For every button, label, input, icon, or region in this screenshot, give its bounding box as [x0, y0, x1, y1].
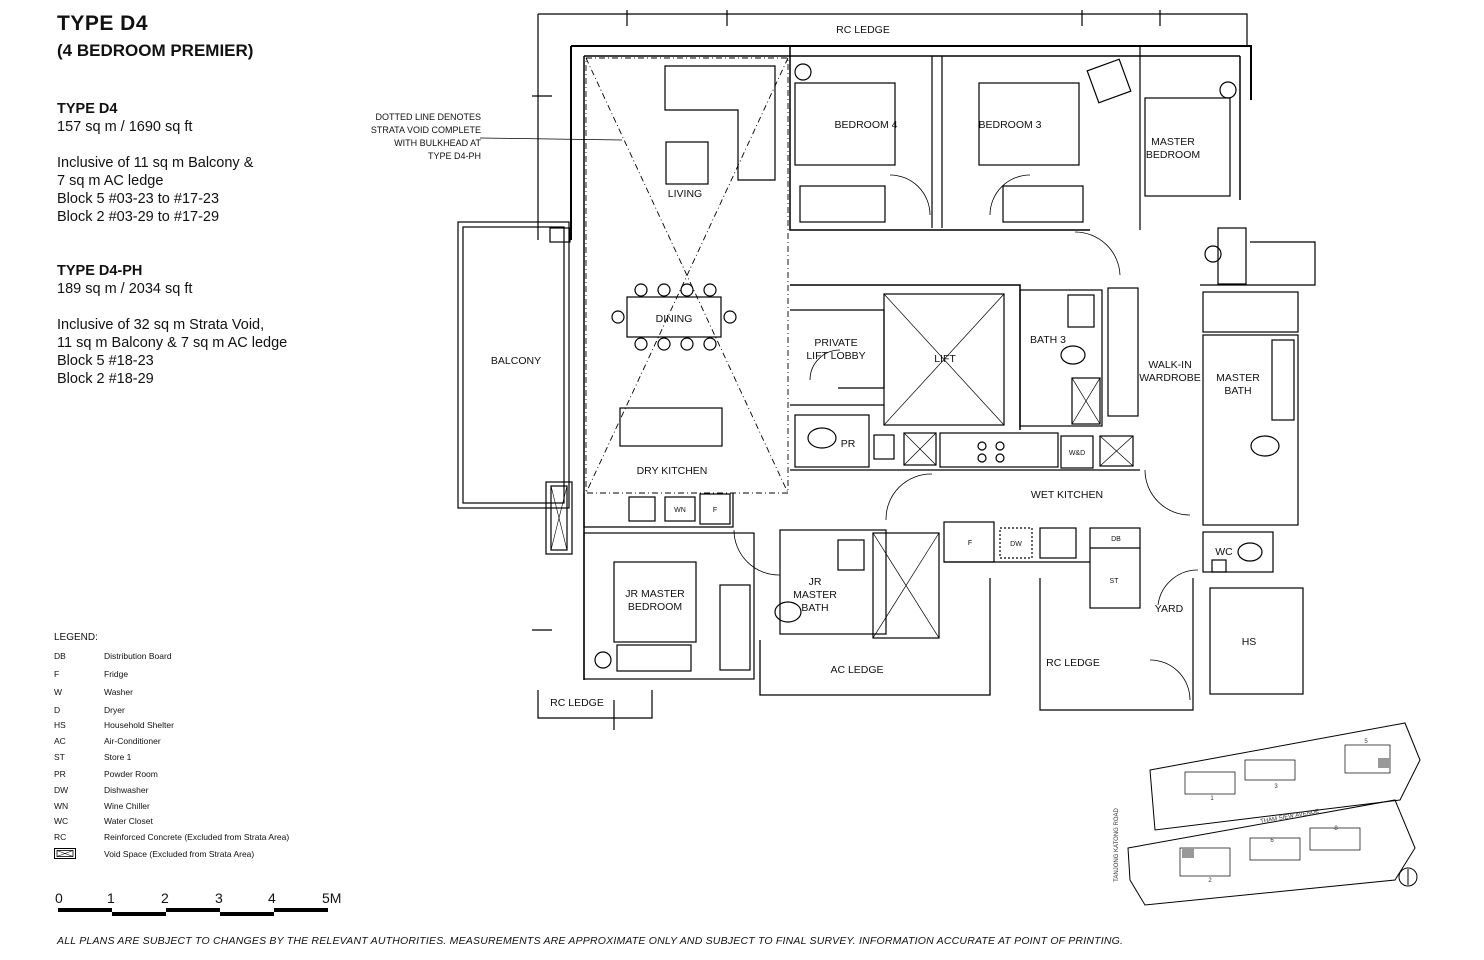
private-lift-lobby-label-2: LIFT LOBBY	[806, 350, 865, 362]
jr-master-bath-label-2: MASTER	[793, 589, 837, 601]
disclaimer-footer: ALL PLANS ARE SUBJECT TO CHANGES BY THE …	[57, 935, 1124, 947]
legend-title: LEGEND:	[54, 632, 98, 643]
unit-d4ph-line4: Block 2 #18-29	[57, 371, 154, 387]
dw-label: DW	[1010, 541, 1022, 548]
fridge-label-1: F	[713, 507, 717, 514]
jr-master-bath-label-3: BATH	[801, 602, 828, 614]
balcony-label: BALCONY	[491, 355, 541, 367]
jr-master-bedroom-label-2: BEDROOM	[628, 601, 682, 613]
bedroom-4-label: BEDROOM 4	[834, 119, 897, 131]
keyplan-block-label: 3	[1274, 784, 1278, 790]
rc-ledge-bottom-right-label: RC LEDGE	[1046, 657, 1100, 669]
walk-in-wardrobe-label-2: WARDROBE	[1139, 372, 1200, 384]
scale-bar: 0 1 2 3 4 5M	[55, 888, 355, 928]
strata-void-note-1: DOTTED LINE DENOTES	[375, 112, 481, 122]
unit-d4-line4: Block 2 #03-29 to #17-29	[57, 209, 220, 225]
unit-d4ph-info: TYPE D4-PH 189 sq m / 2034 sq ft Inclusi…	[57, 262, 357, 388]
wd-label: W&D	[1069, 450, 1085, 457]
bedroom-3-label: BEDROOM 3	[978, 119, 1041, 131]
rc-ledge-top-label: RC LEDGE	[836, 24, 890, 36]
unit-d4ph-area: 189 sq m / 2034 sq ft	[57, 281, 193, 297]
key-plan	[1127, 722, 1421, 906]
keyplan-block-label: 8	[1334, 826, 1338, 832]
master-bath-label-2: BATH	[1224, 385, 1251, 397]
master-bath-label-1: MASTER	[1216, 372, 1260, 384]
unit-d4-info: TYPE D4 157 sq m / 1690 sq ft Inclusive …	[57, 100, 357, 226]
keyplan-block-label: 5	[1364, 739, 1368, 745]
scale-tick-label: 4	[268, 890, 276, 906]
scale-tick-label: 0	[55, 890, 63, 906]
strata-void-note-4: TYPE D4-PH	[428, 151, 481, 161]
north-arrow-icon	[1398, 867, 1418, 887]
bath-3-label: BATH 3	[1030, 334, 1066, 346]
db-label: DB	[1111, 536, 1121, 543]
wn-label: WN	[674, 507, 686, 514]
scale-tick-label: 2	[161, 890, 169, 906]
walk-in-wardrobe-label-1: WALK-IN	[1148, 359, 1191, 371]
unit-d4-line3: Block 5 #03-23 to #17-23	[57, 191, 220, 207]
keyplan-road-label-2: TANJONG KATONG ROAD	[1114, 808, 1120, 882]
unit-d4ph-line3: Block 5 #18-23	[57, 353, 154, 369]
scale-tick-label: 1	[107, 890, 115, 906]
hs-label: HS	[1242, 636, 1257, 648]
plan-type-subtitle: (4 BEDROOM PREMIER)	[57, 41, 254, 60]
ac-ledge-label: AC LEDGE	[830, 664, 883, 676]
wc-label: WC	[1215, 546, 1233, 558]
lift-label: LIFT	[934, 353, 956, 365]
strata-void-note-2: STRATA VOID COMPLETE	[371, 125, 481, 135]
pr-label: PR	[841, 438, 856, 450]
master-bedroom-label-2: BEDROOM	[1146, 149, 1200, 161]
dry-kitchen-label: DRY KITCHEN	[637, 465, 708, 477]
rc-ledge-bottom-left-label: RC LEDGE	[550, 697, 604, 709]
dining-label: DINING	[656, 313, 693, 325]
strata-void-note-3: WITH BULKHEAD AT	[394, 138, 481, 148]
master-bedroom-label-1: MASTER	[1151, 136, 1195, 148]
plan-type-title: TYPE D4	[57, 12, 149, 35]
unit-d4-line1: Inclusive of 11 sq m Balcony &	[57, 155, 254, 171]
fridge-label-2: F	[968, 540, 972, 547]
void-space-icon	[54, 848, 76, 859]
yard-label: YARD	[1155, 603, 1184, 615]
keyplan-block-label: 1	[1210, 796, 1214, 802]
scale-tick-label: 5M	[322, 890, 342, 906]
unit-d4ph-heading: TYPE D4-PH	[57, 263, 143, 279]
private-lift-lobby-label-1: PRIVATE	[814, 337, 857, 349]
unit-d4-line2: 7 sq m AC ledge	[57, 173, 164, 189]
jr-master-bedroom-label-1: JR MASTER	[625, 588, 685, 600]
st-label: ST	[1110, 578, 1120, 585]
unit-d4-heading: TYPE D4	[57, 101, 118, 117]
living-label: LIVING	[668, 188, 702, 200]
keyplan-block-label: 6	[1270, 838, 1274, 844]
wet-kitchen-label: WET KITCHEN	[1031, 489, 1103, 501]
unit-d4-area: 157 sq m / 1690 sq ft	[57, 119, 193, 135]
unit-d4ph-line1: Inclusive of 32 sq m Strata Void,	[57, 317, 265, 333]
scale-tick-label: 3	[215, 890, 223, 906]
keyplan-block-label: 2	[1208, 878, 1212, 884]
keyplan-road-label: THAM SIEW AVENUE	[1260, 809, 1320, 825]
unit-d4ph-line2: 11 sq m Balcony & 7 sq m AC ledge	[57, 335, 288, 351]
jr-master-bath-label-1: JR	[809, 576, 822, 588]
